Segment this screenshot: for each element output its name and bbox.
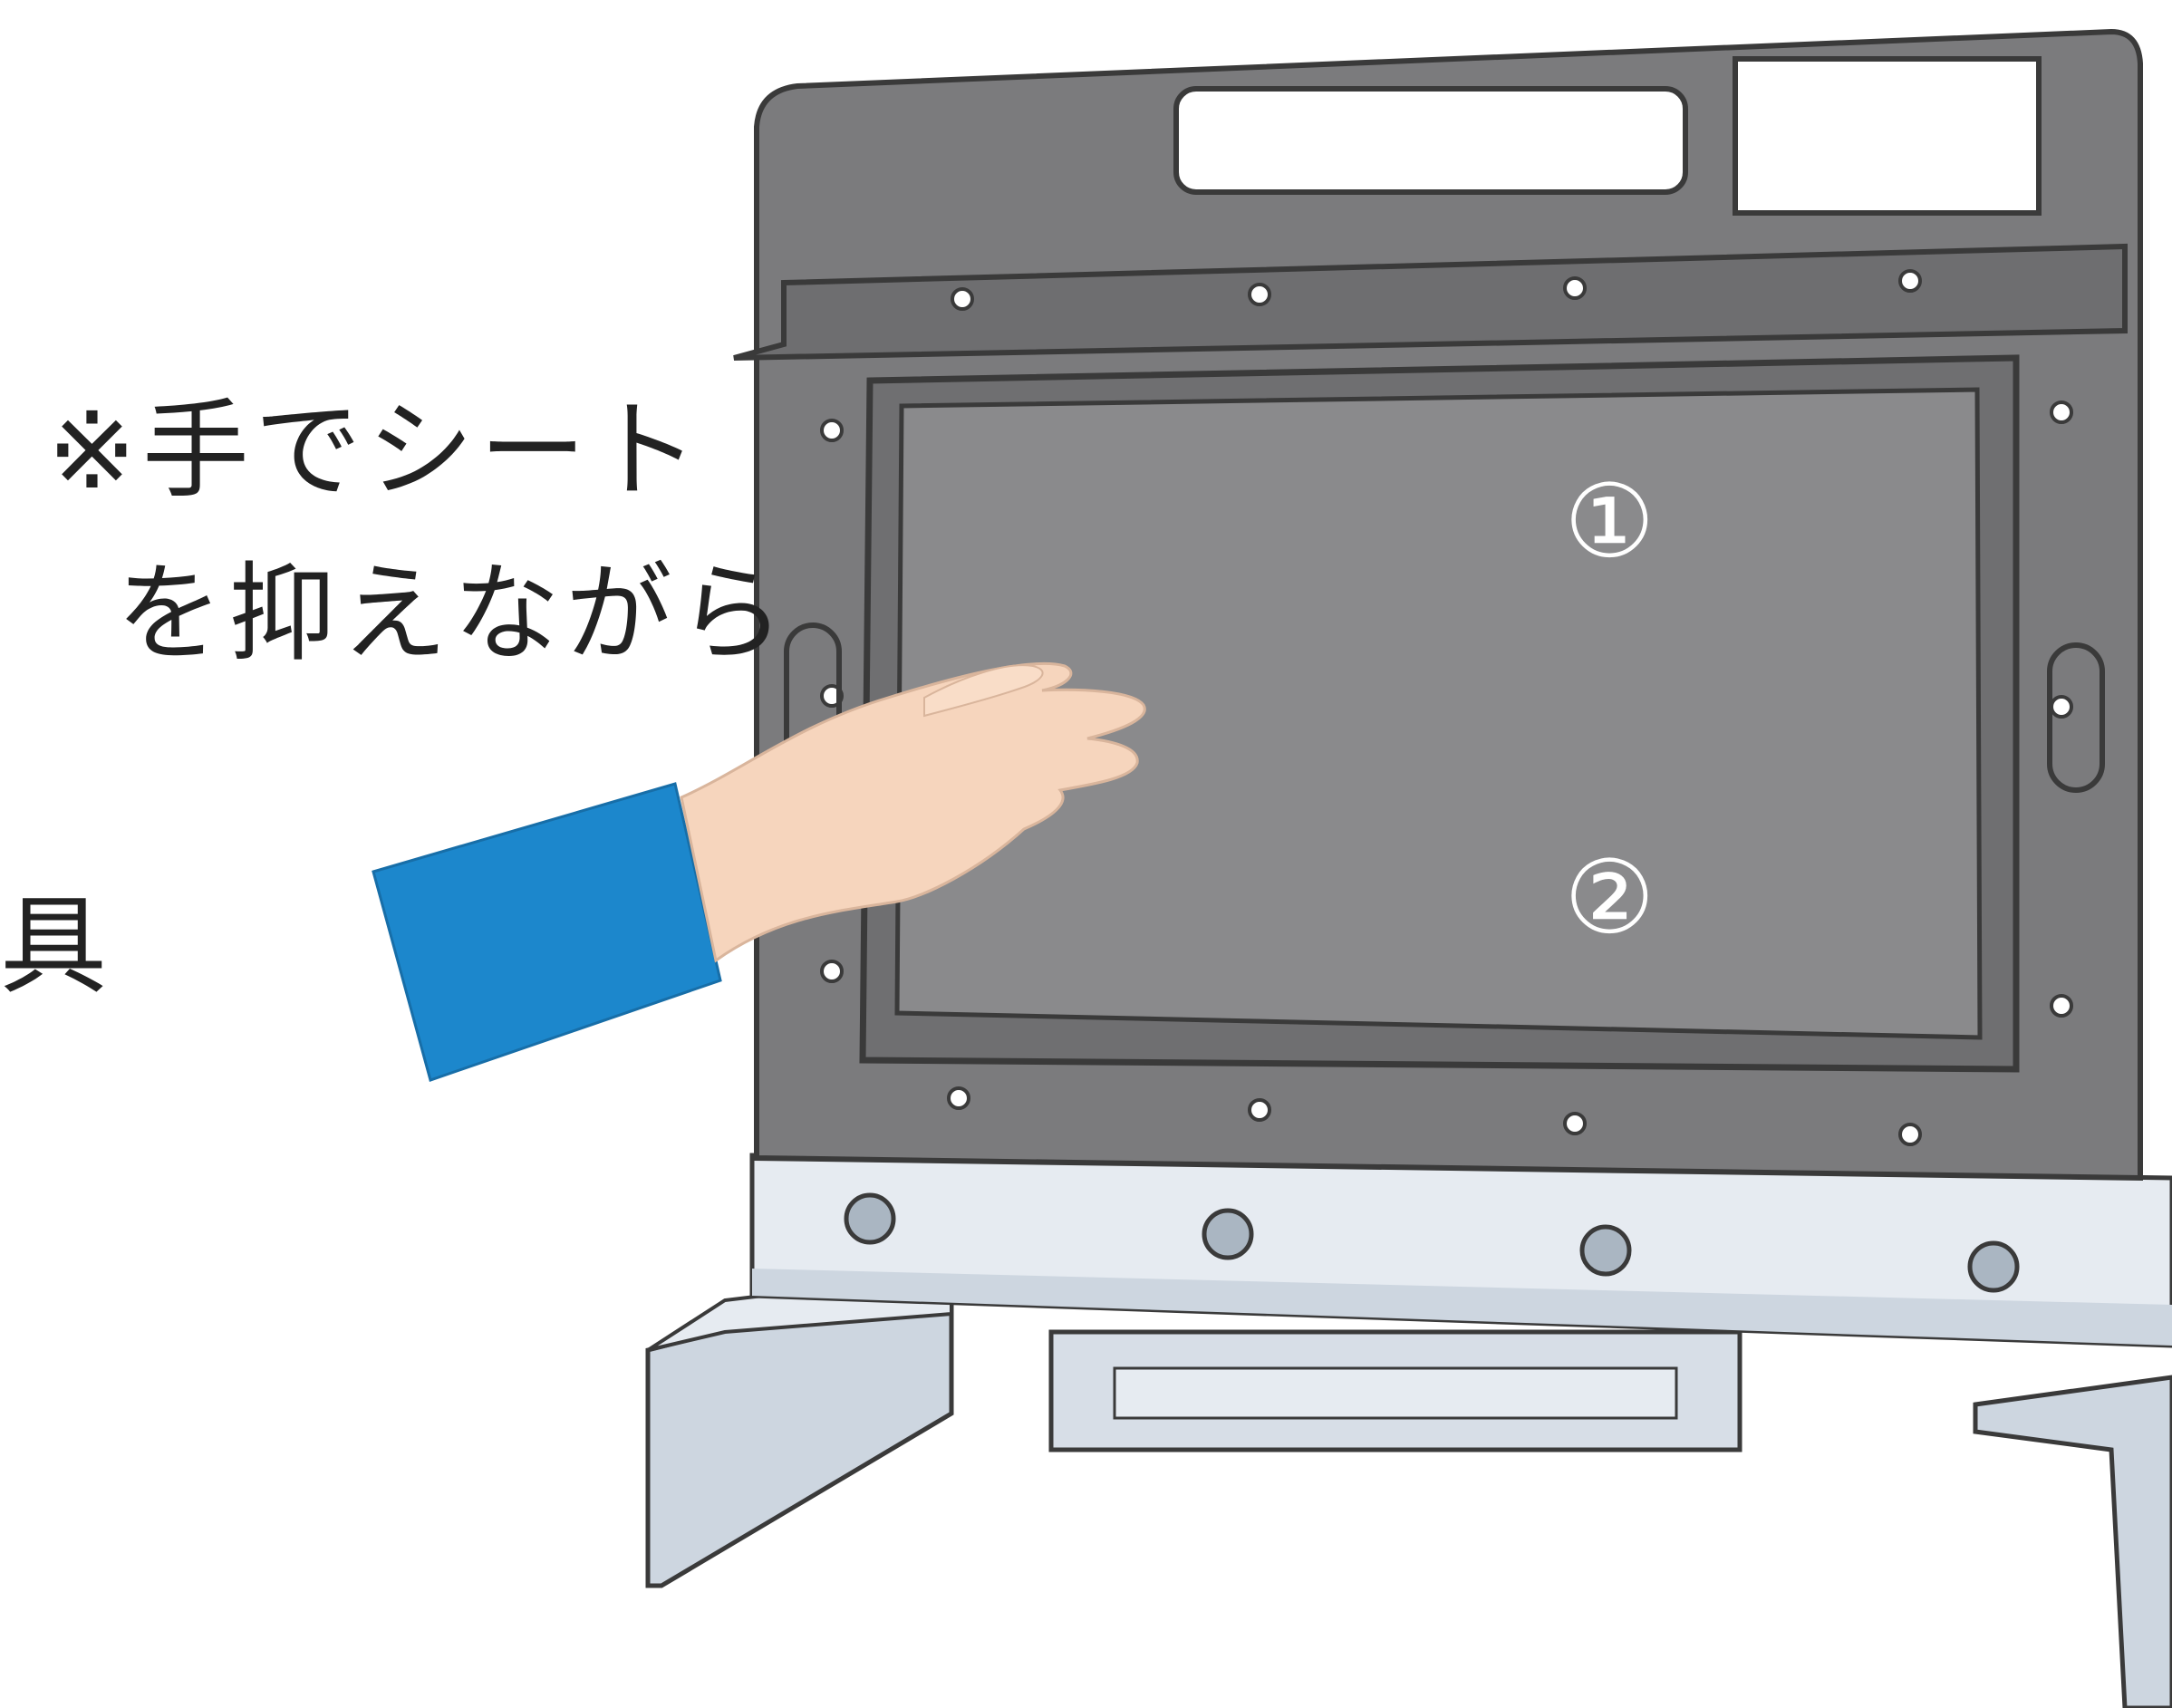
- clamp-screw-1: [951, 287, 974, 311]
- frame-screw-left-bottom: [820, 960, 844, 983]
- frame-screw-left-top: [820, 419, 844, 442]
- panel-slot-handle: [1173, 86, 1688, 195]
- frame-screw-right-bottom: [2050, 994, 2073, 1018]
- clamp-screw-3: [1563, 276, 1587, 300]
- rail-bolt-2: [1202, 1208, 1254, 1260]
- hand: [680, 661, 1146, 963]
- stand-crossbar-inner: [1113, 1366, 1678, 1420]
- top-clamp-bar: [733, 243, 2128, 361]
- stand-right-leg: [1973, 1375, 2172, 1708]
- clamp-screw-2: [1248, 283, 1271, 306]
- step-marker-2: ②: [1564, 839, 1656, 957]
- thumb: [923, 664, 1044, 718]
- clamp-screw-4: [1898, 269, 1922, 293]
- base-rail: [749, 1153, 2172, 1348]
- base-rail-shadow: [752, 1269, 2172, 1346]
- right-latch: [2047, 642, 2105, 793]
- stand-base: [645, 1269, 2172, 1708]
- rail-bolt-1: [844, 1192, 896, 1245]
- equipment-panel: [733, 28, 2143, 1182]
- tool-label-fragment: 具: [0, 883, 113, 1008]
- rail-bolt-3: [1579, 1224, 1632, 1277]
- frame-screw-right-mid: [2050, 695, 2073, 719]
- frame-screw-bottom-1: [947, 1086, 970, 1110]
- frame-screw-right-top: [2050, 400, 2073, 424]
- panel-window: [1733, 56, 2042, 216]
- step-marker-1: ①: [1564, 463, 1656, 581]
- frame-screw-bottom-3: [1563, 1112, 1587, 1135]
- sleeve: [372, 782, 722, 1082]
- frame-screw-bottom-4: [1898, 1123, 1922, 1146]
- instruction-line-2: を抑えながら: [116, 551, 791, 676]
- hand-pressing-sheet: [372, 661, 1146, 1082]
- instruction-line-1: ※手でシート: [47, 388, 704, 513]
- rail-bolt-4: [1967, 1240, 2020, 1293]
- frame-screw-bottom-2: [1248, 1098, 1271, 1122]
